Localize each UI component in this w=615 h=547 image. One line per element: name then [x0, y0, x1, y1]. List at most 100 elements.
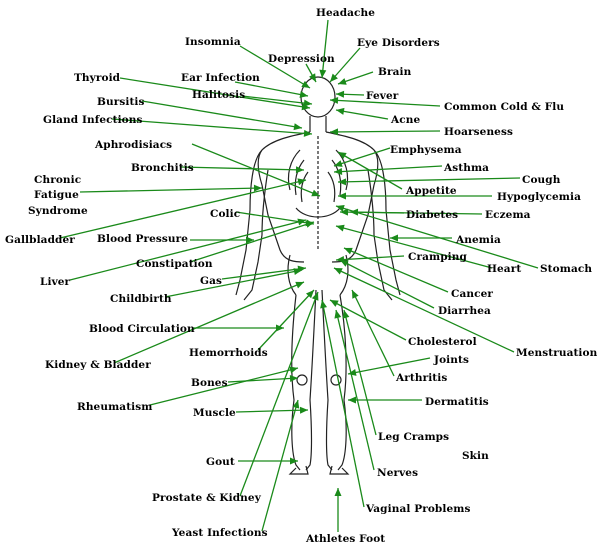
arrow-32	[335, 205, 539, 269]
label-fever: Fever	[366, 90, 399, 102]
label-gland-infections: Gland Infections	[43, 114, 143, 126]
label-headache: Headache	[316, 7, 376, 19]
label-joints: Joints	[434, 354, 469, 366]
arrow-1	[319, 19, 329, 79]
arrow-33	[69, 218, 307, 281]
label-fatigue: Fatigue	[34, 189, 79, 201]
label-brain: Brain	[378, 66, 412, 78]
label-syndrome: Syndrome	[28, 205, 88, 217]
label-childbirth: Childbirth	[110, 293, 172, 305]
arrow-49	[342, 309, 377, 436]
label-rheumatism: Rheumatism	[77, 401, 153, 413]
label-bones: Bones	[191, 377, 228, 389]
label-cough: Cough	[522, 174, 561, 186]
arrow-29	[189, 221, 315, 263]
label-chronic: Chronic	[34, 174, 82, 186]
label-asthma: Asthma	[444, 162, 490, 174]
arrow-51	[334, 309, 375, 471]
label-gas: Gas	[200, 275, 222, 287]
arrow-20	[337, 177, 521, 186]
label-menstruation: Menstruation	[516, 347, 598, 359]
arrow-6	[119, 77, 311, 111]
arrow-18	[333, 165, 443, 176]
arrow-17	[179, 166, 305, 174]
arrow-19	[79, 184, 263, 193]
arrow-8	[335, 90, 365, 98]
label-cholesterol: Cholesterol	[408, 336, 477, 348]
label-gallbladder: Gallbladder	[5, 234, 75, 246]
arrow-42	[257, 289, 315, 351]
arrow-52	[239, 291, 319, 497]
label-colic: Colic	[210, 208, 241, 220]
arrow-55	[334, 488, 342, 532]
arrow-36	[164, 268, 303, 298]
label-cancer: Cancer	[451, 288, 494, 300]
label-blood-pressure: Blood Pressure	[97, 233, 189, 245]
arrow-14	[329, 128, 441, 136]
arrow-7	[234, 81, 309, 98]
label-prostate-kidney: Prostate & Kidney	[152, 492, 261, 504]
label-diarrhea: Diarrhea	[438, 305, 491, 317]
arrow-3	[305, 63, 317, 83]
label-dermatitis: Dermatitis	[425, 396, 489, 408]
label-bursitis: Bursitis	[97, 96, 145, 108]
label-insomnia: Insomnia	[185, 36, 241, 48]
arrow-2	[239, 45, 311, 89]
label-common-cold-flu: Common Cold & Flu	[444, 101, 565, 113]
arrow-46	[149, 366, 299, 406]
label-athletes-foot: Athletes Foot	[306, 533, 386, 545]
arrow-40	[333, 267, 515, 353]
label-ear-infection: Ear Infection	[181, 72, 260, 84]
label-nerves: Nerves	[377, 467, 419, 479]
arrow-31	[335, 224, 493, 269]
label-depression: Depression	[268, 53, 335, 65]
label-stomach: Stomach	[540, 263, 593, 275]
label-eczema: Eczema	[485, 209, 531, 221]
arrow-22	[338, 192, 492, 200]
label-leg-cramps: Leg Cramps	[378, 431, 450, 443]
label-hypoglycemia: Hypoglycemia	[497, 191, 581, 203]
arrow-23	[235, 211, 315, 227]
arrow-9	[141, 100, 303, 131]
label-blood-circulation: Blood Circulation	[89, 323, 195, 335]
label-thyroid: Thyroid	[74, 72, 121, 84]
label-appetite: Appetite	[406, 185, 457, 197]
arrow-38	[192, 324, 284, 332]
arrow-47	[348, 396, 422, 404]
arrow-45	[351, 289, 395, 377]
label-vaginal-problems: Vaginal Problems	[366, 503, 471, 515]
arrow-12	[111, 118, 313, 137]
arrow-26	[59, 178, 307, 239]
label-emphysema: Emphysema	[390, 144, 462, 156]
label-arthritis: Arthritis	[396, 372, 448, 384]
label-liver: Liver	[40, 276, 71, 288]
arrow-15	[191, 143, 321, 197]
arrow-5	[337, 71, 374, 85]
arrow-11	[329, 96, 441, 107]
arrow-13	[335, 107, 389, 120]
label-anemia: Anemia	[456, 234, 501, 246]
label-acne: Acne	[391, 114, 421, 126]
arrow-28	[390, 234, 452, 242]
arrow-44	[227, 374, 299, 383]
label-cramping: Cramping	[408, 251, 467, 263]
label-yeast-infections: Yeast Infections	[172, 527, 268, 539]
arrow-39	[329, 299, 407, 341]
label-hoarseness: Hoarseness	[444, 126, 513, 138]
label-heart: Heart	[487, 263, 522, 275]
arrow-10	[241, 95, 313, 107]
arrow-54	[261, 399, 300, 532]
label-kidney-bladder: Kidney & Bladder	[45, 359, 151, 371]
arrow-37	[339, 259, 435, 309]
arrow-4	[329, 47, 361, 83]
arrow-35	[343, 247, 449, 293]
arrow-16	[333, 147, 391, 167]
arrow-53	[320, 299, 365, 508]
arrow-50	[238, 457, 298, 465]
label-constipation: Constipation	[136, 258, 213, 270]
label-bronchitis: Bronchitis	[131, 162, 194, 174]
label-skin: Skin	[462, 450, 489, 462]
label-hemorrhoids: Hemorrhoids	[189, 347, 268, 359]
